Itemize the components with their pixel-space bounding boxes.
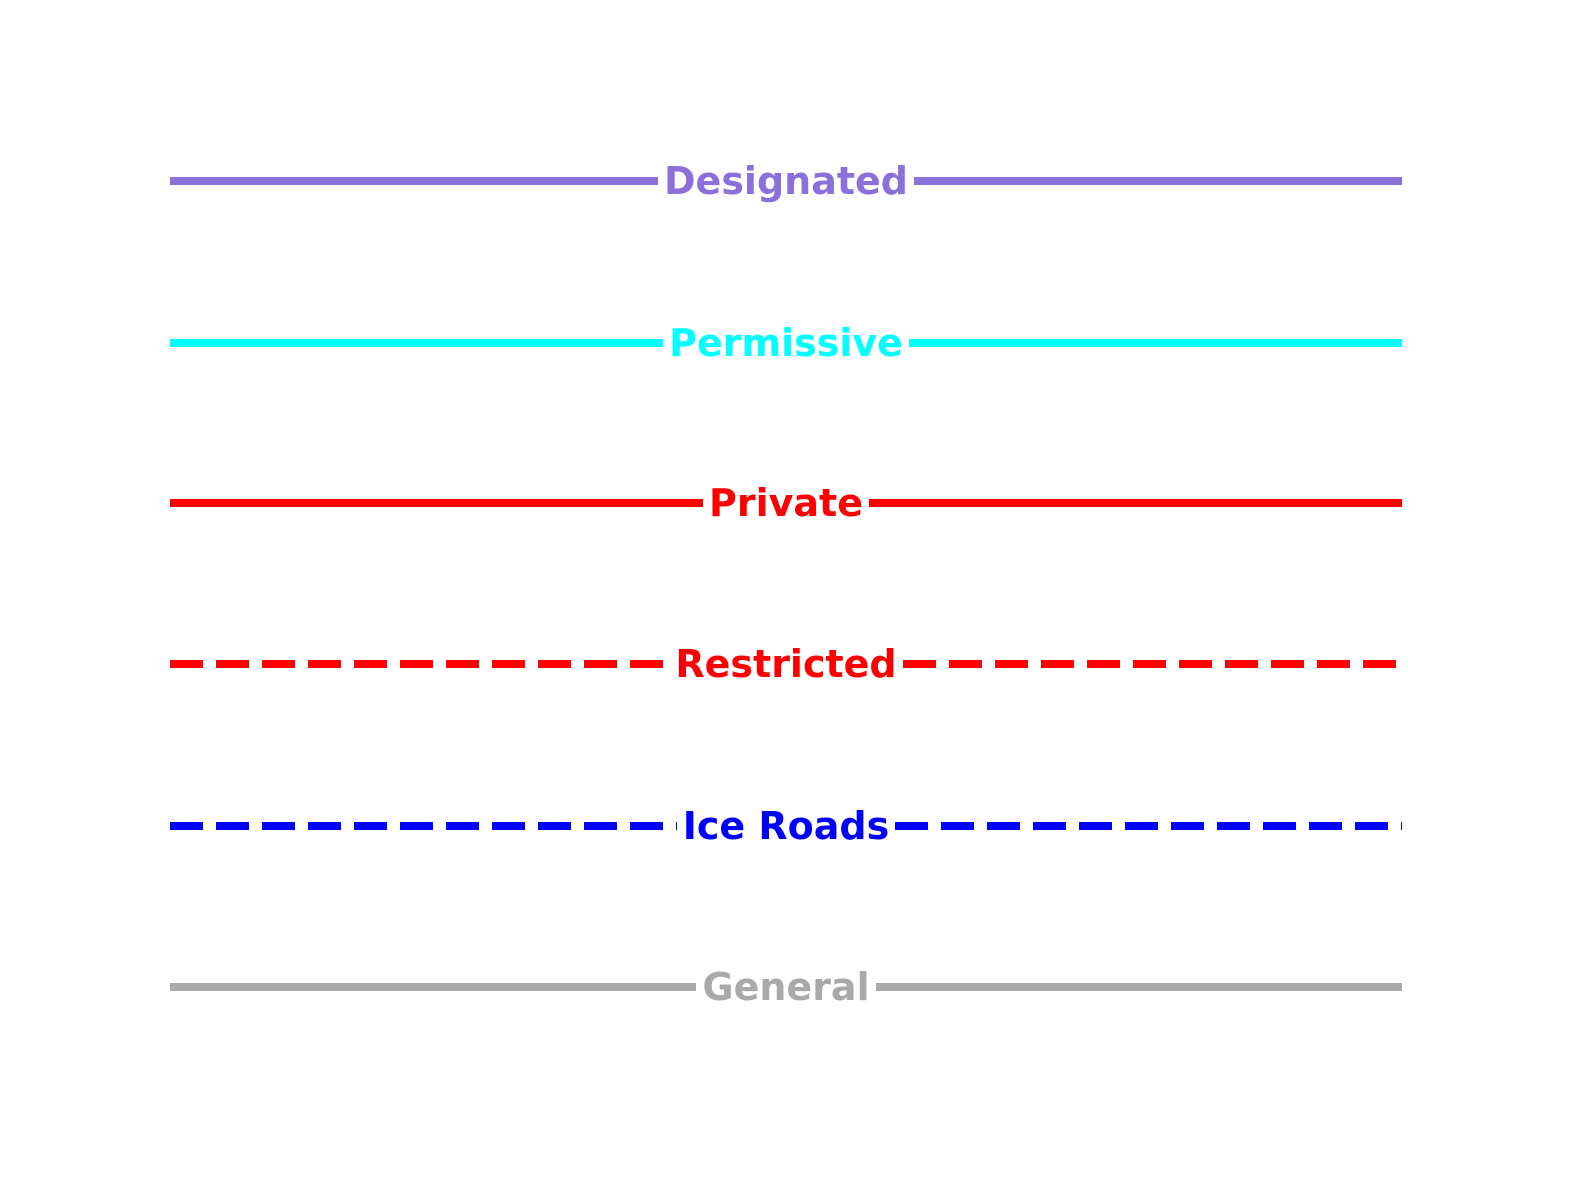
legend-line-left-designated [170, 177, 658, 185]
legend-line-right-restricted [902, 660, 1402, 668]
legend-label-restricted: Restricted [675, 642, 897, 686]
legend-line-right-ice-roads [895, 822, 1402, 830]
legend-line-left-general [170, 983, 697, 991]
legend-line-right-designated [914, 177, 1402, 185]
legend-entry-ice-roads: Ice Roads [170, 794, 1402, 858]
legend-line-left-permissive [170, 339, 664, 347]
legend-entry-permissive: Permissive [170, 311, 1403, 375]
legend-entry-general: General [170, 955, 1403, 1019]
legend-label-designated: Designated [664, 159, 908, 203]
legend-line-left-restricted [170, 660, 670, 668]
legend-label-private: Private [709, 481, 863, 525]
legend-label-ice-roads: Ice Roads [682, 804, 890, 848]
legend-line-right-private [868, 499, 1402, 507]
legend-entry-private: Private [170, 471, 1402, 535]
legend-line-left-ice-roads [170, 822, 677, 830]
legend-line-right-permissive [908, 339, 1403, 347]
legend-label-permissive: Permissive [669, 321, 903, 365]
legend-entry-restricted: Restricted [170, 632, 1402, 696]
legend-label-general: General [702, 965, 870, 1009]
legend-line-right-general [875, 983, 1403, 991]
legend-line-left-private [170, 499, 704, 507]
legend-entry-designated: Designated [170, 149, 1402, 213]
